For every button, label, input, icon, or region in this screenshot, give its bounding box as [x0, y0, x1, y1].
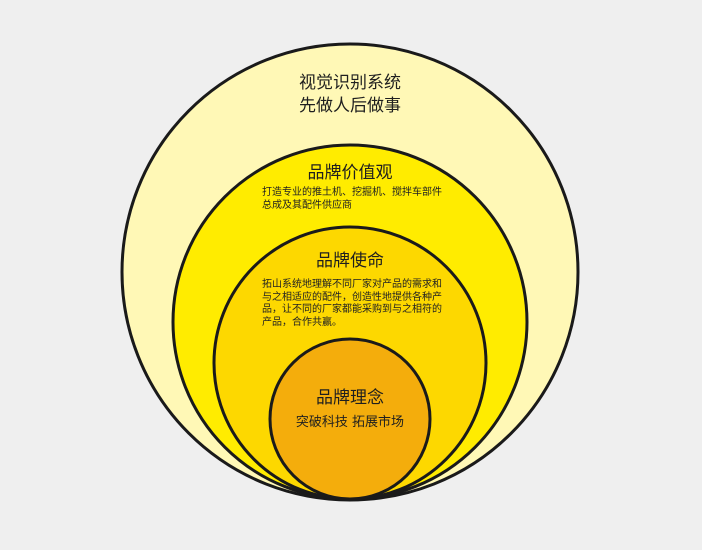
brand-values-title: 品牌价值观 [307, 163, 393, 183]
brand-philosophy-title: 品牌理念 [316, 388, 384, 408]
outer-ring-title-line-1: 视觉识别系统 [299, 73, 401, 93]
outer-ring-title-line-2: 先做人后做事 [299, 96, 401, 116]
brand-values-description: 打造专业的推土机、挖掘机、搅拌车部件总成及其配件供应商 [262, 187, 442, 211]
outer-ring-title: 视觉识别系统 先做人后做事 [200, 72, 500, 118]
brand-mission-title: 品牌使命 [316, 251, 384, 271]
brand-mission-description: 拓山系统地理解不同厂家对产品的需求和与之相适应的配件，创造性地提供各种产品，让不… [262, 279, 442, 328]
ring-brand-philosophy [268, 337, 432, 501]
brand-philosophy-description: 突破科技 拓展市场 [295, 415, 405, 430]
